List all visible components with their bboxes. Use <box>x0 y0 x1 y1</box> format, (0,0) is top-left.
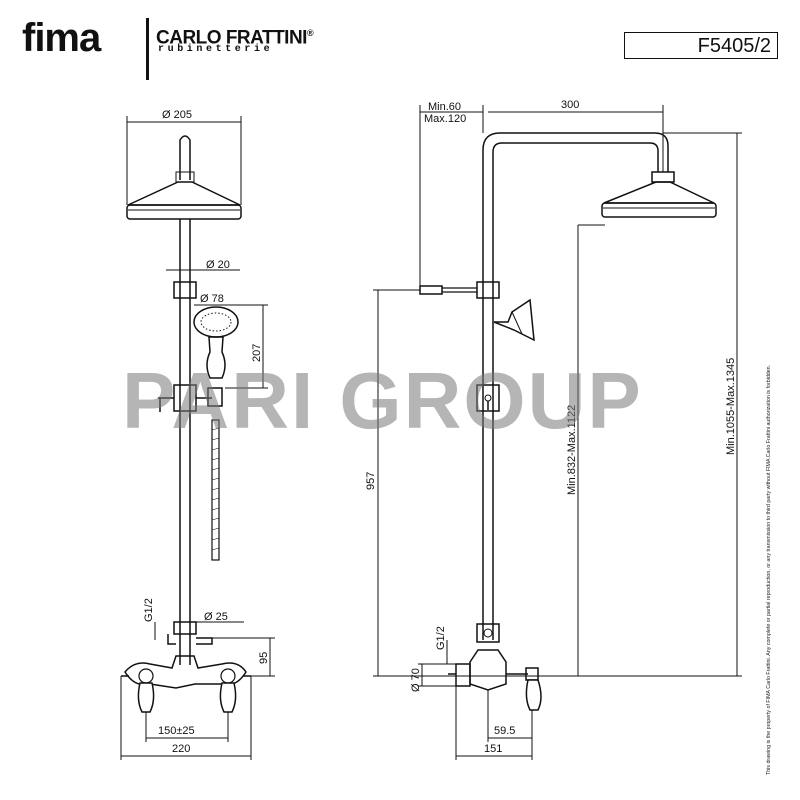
label-head-height: Min.832-Max.1122 <box>566 405 578 495</box>
front-lower-clamp <box>173 621 197 635</box>
brand-subtitle: rubinetterie <box>158 44 274 55</box>
side-handle <box>525 679 542 711</box>
side-shower-rim <box>601 202 717 218</box>
label-column-height: 957 <box>365 472 377 490</box>
logo-separator <box>146 18 149 80</box>
label-mixer-height: 95 <box>258 652 270 664</box>
front-shower-rim <box>126 204 242 220</box>
side-wall-flange <box>455 663 471 687</box>
side-hand-shower-detail <box>511 311 523 335</box>
disclaimer-text: This drawing is the property of FIMA Car… <box>766 364 772 775</box>
front-left-handle <box>137 682 155 713</box>
side-view: Min.60 Max.120 300 957 Min.832-Max.1122 … <box>365 99 742 760</box>
label-flange-diameter: Ø 70 <box>410 668 422 692</box>
front-hand-shower-grip <box>206 336 226 379</box>
side-head-nut <box>651 171 675 183</box>
product-code: F5405/2 <box>697 35 771 57</box>
front-right-handle-base <box>220 668 236 684</box>
side-lower-knob <box>483 628 493 638</box>
front-head-nut <box>175 171 195 183</box>
front-shower-head <box>127 181 241 206</box>
product-code-box: F5405/2 <box>624 32 778 59</box>
front-hand-shower-nozzles <box>200 312 232 332</box>
label-thread-side: G1/2 <box>435 626 447 650</box>
side-wall-bracket <box>419 285 443 295</box>
carlo-frattini-logo: CARLO FRATTINI® <box>156 22 314 49</box>
label-centers: 150±25 <box>158 725 195 737</box>
label-thread-front: G1/2 <box>143 598 155 622</box>
side-slider <box>476 384 500 412</box>
front-left-handle-base <box>138 668 154 684</box>
side-lower-clamp <box>476 623 500 643</box>
label-pipe-diameter: Ø 20 <box>206 259 230 271</box>
label-wall-min: Min.60 <box>428 101 461 113</box>
side-column-clamp <box>476 281 500 299</box>
label-hand-height: 207 <box>251 344 263 362</box>
label-wall-max: Max.120 <box>424 113 466 125</box>
side-shower-head <box>603 181 715 204</box>
label-head-diameter: Ø 205 <box>162 109 192 121</box>
label-arm-length: 300 <box>561 99 579 111</box>
title-block: fima CARLO FRATTINI® rubinetterie F5405/… <box>0 0 800 90</box>
label-hand-diameter: Ø 78 <box>200 293 224 305</box>
fima-logo: fima <box>22 16 101 60</box>
watermark: PARI GROUP <box>122 356 643 445</box>
side-arm-outer <box>482 132 669 640</box>
label-total-height: Min.1055-Max.1345 <box>725 358 737 455</box>
label-depth-total: 151 <box>484 743 502 755</box>
front-column-clamp <box>173 281 197 299</box>
label-width: 220 <box>172 743 190 755</box>
side-mixer-body <box>469 649 507 691</box>
label-conn-diameter: Ø 25 <box>204 611 228 623</box>
carlo-frattini-text: CARLO FRATTINI <box>156 27 307 49</box>
disclaimer-block: This drawing is the property of FIMA Car… <box>764 315 774 775</box>
front-view: Ø 205 Ø 20 Ø 78 207 G1/2 Ø 25 95 150±25 … <box>120 109 275 760</box>
side-hand-shower <box>493 298 535 342</box>
side-arm-inner <box>492 142 659 640</box>
label-depth-inner: 59.5 <box>494 725 515 737</box>
front-right-handle <box>219 682 237 713</box>
front-holder <box>207 387 223 407</box>
front-slider-knob <box>158 397 174 412</box>
front-hose-texture <box>211 427 220 551</box>
registered-mark: ® <box>306 28 314 38</box>
front-riser-stub <box>179 135 191 180</box>
